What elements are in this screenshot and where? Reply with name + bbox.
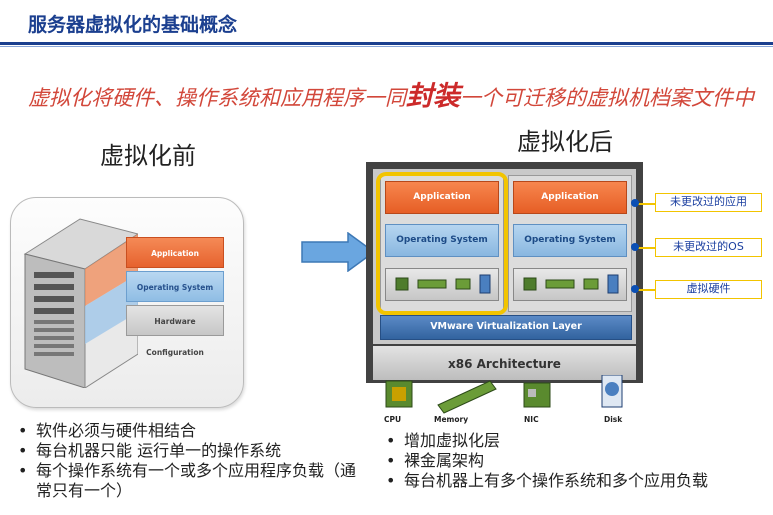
before-app-layer: Application: [126, 237, 224, 268]
memory-icon: [437, 380, 497, 414]
list-item: •每个操作系统有一个或多个应用程序负载（通常只有一个）: [18, 461, 357, 500]
intro-emphasis: 封装: [406, 81, 460, 112]
callout-virtual-hardware: 虚拟硬件: [655, 280, 762, 299]
virtualization-layer: [380, 315, 632, 340]
physical-components: [385, 375, 623, 414]
vm2-virtual-hardware: [513, 268, 627, 301]
callout-connector: [638, 247, 656, 249]
list-item: •增加虚拟化层: [386, 431, 501, 450]
vm1-virtual-hardware: [385, 268, 499, 301]
title-rule-thin: [0, 46, 773, 47]
before-hardware-layer: Hardware Configuration: [126, 305, 224, 357]
list-item: •每台机器只能 运行单一的操作系统: [18, 441, 282, 460]
vm2-os-layer: Operating System: [513, 224, 627, 257]
vm2-app-layer: Application: [513, 181, 627, 214]
list-item: •裸金属架构: [386, 451, 485, 470]
vm-highlight-box: [376, 172, 508, 315]
disk-icon: [601, 375, 623, 408]
callout-unmodified-app: 未更改过的应用: [655, 193, 762, 212]
title-rule: [0, 42, 773, 45]
nic-icon: [523, 382, 551, 408]
before-bullet-list: •软件必须与硬件相结合 •每台机器只能 运行单一的操作系统 •每个操作系统有一个…: [18, 421, 368, 501]
callout-unmodified-os: 未更改过的OS: [655, 238, 762, 257]
virtual-hardware-icon: [395, 274, 491, 294]
intro-sentence: 虚拟化将硬件、操作系统和应用程序一同封装一个可迁移的虚拟机档案文件中: [28, 81, 768, 112]
callout-dot: [631, 285, 639, 293]
vm-1: Application Operating System: [380, 175, 504, 312]
arrow-right-icon: [301, 232, 376, 272]
server-tower-icon: [23, 218, 138, 388]
memory-label: Memory: [434, 415, 469, 424]
after-bullet-list: •增加虚拟化层 •裸金属架构 •每台机器上有多个操作系统和多个应用负载: [386, 431, 731, 491]
x86-architecture-label: x86 Architecture: [448, 357, 561, 371]
callout-connector: [638, 203, 656, 205]
list-item: •软件必须与硬件相结合: [18, 421, 197, 440]
callout-dot: [631, 199, 639, 207]
intro-after: 一个可迁移的虚拟机档案文件中: [460, 86, 754, 110]
vm1-os-layer: Operating System: [385, 224, 499, 257]
after-heading: 虚拟化后: [517, 128, 613, 156]
before-os-layer: Operating System: [126, 271, 224, 302]
virtualization-layer-label: VMware Virtualization Layer: [430, 321, 582, 332]
vm1-app-layer: Application: [385, 181, 499, 214]
list-item: •每台机器上有多个操作系统和多个应用负载: [386, 471, 709, 490]
vm-2: Application Operating System: [508, 175, 632, 312]
cpu-label: CPU: [384, 415, 402, 424]
nic-label: NIC: [524, 415, 539, 424]
before-heading: 虚拟化前: [100, 142, 196, 170]
callout-connector: [638, 289, 656, 291]
page-title: 服务器虚拟化的基础概念: [28, 14, 238, 36]
disk-label: Disk: [604, 415, 623, 424]
intro-before: 虚拟化将硬件、操作系统和应用程序一同: [28, 86, 406, 110]
cpu-icon: [385, 380, 413, 408]
virtual-hardware-icon: [523, 274, 619, 294]
callout-dot: [631, 243, 639, 251]
x86-architecture-bar: [373, 346, 636, 380]
